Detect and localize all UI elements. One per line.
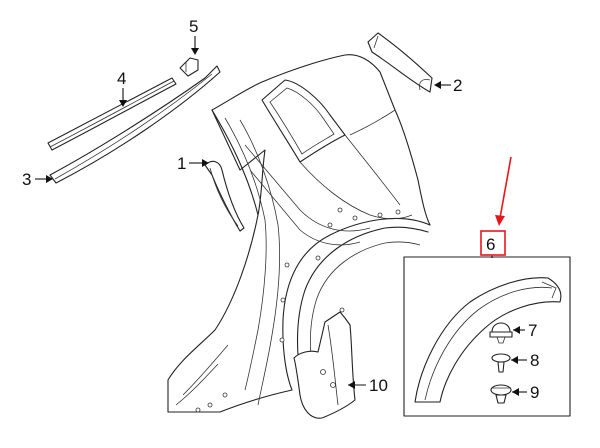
callout-5: 5 (189, 17, 198, 36)
part-4-molding (47, 77, 177, 151)
part-3-molding (49, 65, 221, 184)
part-9-fastener (490, 384, 512, 404)
highlight-part-6 (480, 156, 512, 256)
callout-7: 7 (528, 321, 537, 340)
part-1-pillar-trim (204, 160, 245, 232)
quarter-panel (167, 54, 431, 413)
part-8-fastener (491, 353, 511, 373)
callout-1: 1 (177, 154, 186, 173)
callout-10: 10 (369, 376, 388, 395)
callout-leaders (35, 36, 527, 396)
callout-9: 9 (530, 383, 539, 402)
part-10-mud-flap (293, 307, 356, 419)
callout-8: 8 (530, 351, 539, 370)
callout-2: 2 (453, 76, 462, 95)
inset-box (403, 256, 571, 417)
part-7-fastener (489, 322, 513, 344)
part-2-garnish (367, 32, 433, 93)
callout-3: 3 (22, 170, 31, 189)
part-6-arch-flare (414, 277, 562, 403)
callout-4: 4 (117, 69, 126, 88)
callout-6: 6 (486, 235, 495, 254)
part-5-clip (179, 57, 199, 77)
